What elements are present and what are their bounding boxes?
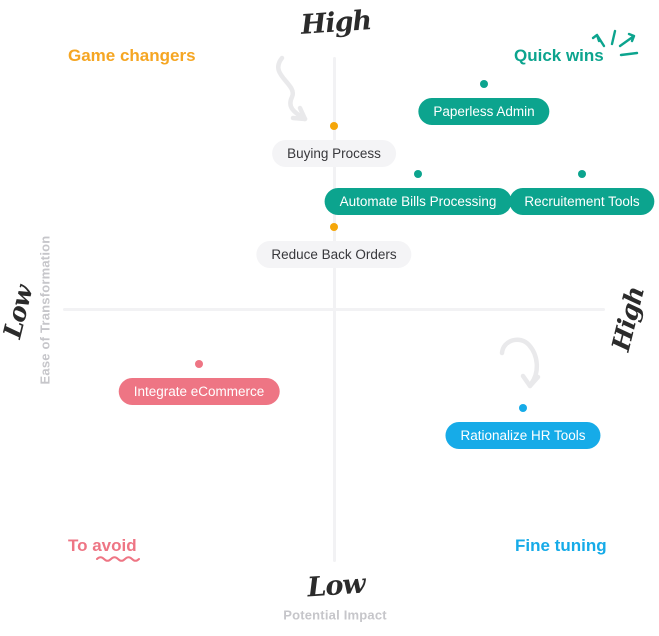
curved-arrow-bottom-icon — [499, 337, 541, 389]
quadrant-label-to-avoid: To avoid — [68, 536, 137, 555]
point-dot-icon — [578, 170, 586, 178]
point-dot-icon — [480, 80, 488, 88]
point-pill[interactable]: Paperless Admin — [418, 98, 550, 125]
y-axis-low-label: Low — [306, 568, 366, 604]
point-dot-icon — [195, 360, 203, 368]
x-axis-high-label: High — [606, 284, 650, 354]
y-axis-high-label: High — [299, 5, 373, 41]
y-axis-title: Ease of Transformation — [37, 235, 53, 385]
squiggle-underline — [96, 556, 140, 562]
x-axis-title: Potential Impact — [283, 607, 387, 623]
point-dot-icon — [519, 404, 527, 412]
horizontal-axis-line — [63, 308, 605, 311]
quadrant-label-fine-tuning: Fine tuning — [515, 536, 607, 555]
x-axis-low-label: Low — [0, 282, 39, 342]
point-pill[interactable]: Reduce Back Orders — [256, 241, 412, 268]
curved-arrow-top-icon — [276, 55, 308, 122]
point-pill[interactable]: Automate Bills Processing — [324, 188, 512, 215]
point-pill[interactable]: Recruitement Tools — [509, 188, 655, 215]
quadrant-label-game-changers: Game changers — [68, 46, 196, 65]
point-dot-icon — [414, 170, 422, 178]
point-pill[interactable]: Rationalize HR Tools — [445, 422, 601, 449]
point-dot-icon — [330, 122, 338, 130]
point-dot-icon — [330, 223, 338, 231]
point-pill[interactable]: Buying Process — [272, 140, 396, 167]
point-pill[interactable]: Integrate eCommerce — [118, 378, 280, 405]
quadrant-label-quick-wins: Quick wins — [514, 46, 604, 65]
